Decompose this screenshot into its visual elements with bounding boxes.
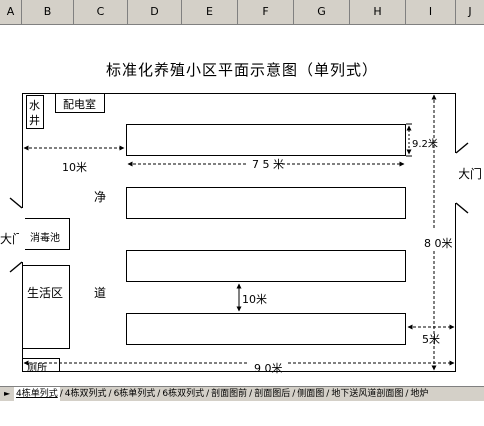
living-area-label: 生活区 (27, 286, 64, 300)
right-gate-leaf-bottom (455, 202, 469, 214)
sheet-tab-6[interactable]: 剖面图后 (254, 389, 291, 399)
living-area (22, 265, 70, 349)
disinfection-pool (22, 218, 70, 250)
tab-separator: / (326, 389, 330, 399)
diagram-title: 标准化养殖小区平面示意图（单列式） (105, 61, 378, 79)
left-gate-opening (19, 208, 25, 262)
right-gate-opening (453, 153, 459, 203)
column-header-row: A B C D E F G H I J (0, 0, 484, 25)
sheet-tab-2[interactable]: 4栋双列式 (64, 389, 107, 399)
column-header-e[interactable]: E (182, 0, 238, 24)
dimension-lines (9, 94, 469, 371)
disinfection-pool-label: 消毒池 (30, 233, 60, 244)
road-label-bottom: 道 (94, 286, 107, 300)
column-header-f[interactable]: F (238, 0, 294, 24)
right-gate-label: 大门 (458, 167, 483, 181)
barn-4 (126, 313, 406, 345)
dimension-left-gap: 10米 (62, 161, 87, 174)
right-gate-leaf-top (455, 142, 469, 154)
left-gate-leaf-top (9, 197, 23, 209)
well-label-top: 水 (29, 99, 40, 112)
tab-separator: / (157, 389, 161, 399)
column-header-a[interactable]: A (0, 0, 22, 24)
sheet-tab-8[interactable]: 地下送风道剖面图 (331, 389, 404, 399)
bottom-blank-area (0, 401, 484, 426)
dimension-barn-length: 7 5 米 (252, 158, 284, 171)
left-gate-leaf-bottom (9, 261, 23, 273)
sheet-tab-5[interactable]: 剖面图前 (211, 389, 248, 399)
tab-separator: / (292, 389, 296, 399)
barn-3 (126, 250, 406, 282)
toilet-label: 厕所 (27, 363, 47, 374)
dimension-site-depth: 8 0米 (424, 237, 453, 250)
dimension-barn-width: 9.2米 (412, 139, 438, 150)
sheet-tab-bar: ► 4栋单列式 / 4栋双列式 / 6栋单列式 / 6栋双列式 / 剖面图前 /… (0, 386, 484, 401)
worksheet-area[interactable]: 标准化养殖小区平面示意图（单列式） 水 井 配电室 消毒池 生活区 厕所 净 道… (0, 25, 484, 385)
tab-separator: / (108, 389, 112, 399)
well-room (26, 95, 44, 129)
toilet (22, 358, 60, 372)
sheet-tab-3[interactable]: 6栋单列式 (113, 389, 156, 399)
dimension-site-width: 9 0米 (254, 362, 283, 375)
tab-separator: / (59, 389, 63, 399)
column-header-b[interactable]: B (22, 0, 74, 24)
sheet-tab-1[interactable]: 4栋单列式 (14, 387, 60, 401)
sheet-tab-7[interactable]: 侧面图 (297, 389, 325, 399)
barn-1 (126, 124, 406, 156)
tab-separator: / (249, 389, 253, 399)
dimension-right-gap: 5米 (422, 333, 440, 346)
column-header-j[interactable]: J (468, 5, 472, 18)
sheet-tab-9[interactable]: 地炉 (410, 389, 429, 399)
tab-separator: / (206, 389, 210, 399)
tab-separator: / (405, 389, 409, 399)
dimension-barn-spacing: 10米 (242, 293, 267, 306)
road-label-top: 净 (94, 190, 107, 204)
left-gate-label: 大门 (0, 232, 25, 246)
well-label-bottom: 井 (29, 114, 40, 127)
column-header-d[interactable]: D (128, 0, 182, 24)
sheet-tab-4[interactable]: 6栋双列式 (162, 389, 205, 399)
column-header-i[interactable]: I (406, 0, 456, 24)
power-room-label: 配电室 (63, 98, 96, 111)
first-sheet-arrow-icon[interactable]: ► (4, 389, 11, 398)
column-header-h[interactable]: H (350, 0, 406, 24)
column-header-c[interactable]: C (74, 0, 128, 24)
sheet-tabs: 4栋单列式 / 4栋双列式 / 6栋单列式 / 6栋双列式 / 剖面图前 / 剖… (14, 387, 430, 401)
column-header-g[interactable]: G (294, 0, 350, 24)
power-room (55, 93, 105, 113)
barn-2 (126, 187, 406, 219)
